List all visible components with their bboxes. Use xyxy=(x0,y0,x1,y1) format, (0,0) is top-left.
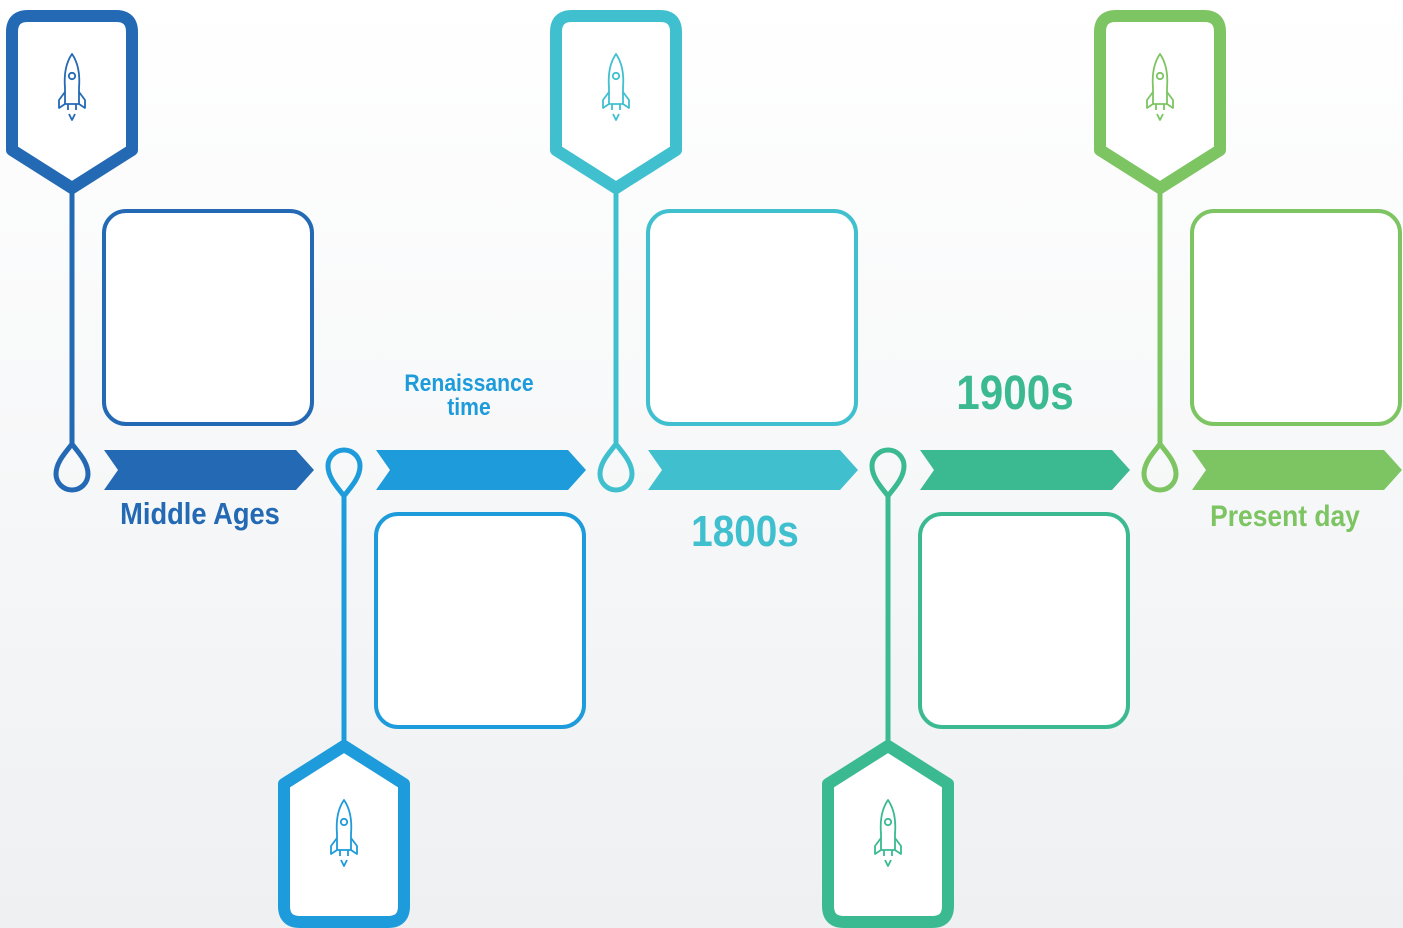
pin-middle-ages xyxy=(53,439,91,493)
pin-present-day xyxy=(1141,439,1179,493)
pin-1900s xyxy=(869,447,907,501)
badge-1900s xyxy=(822,740,954,928)
content-box-1800s xyxy=(646,209,858,426)
arrow-1800s xyxy=(648,450,858,490)
badge-present-day xyxy=(1094,10,1226,194)
pin-renaissance xyxy=(325,447,363,501)
badge-middle-ages xyxy=(6,10,138,194)
rocket-icon xyxy=(874,799,902,867)
stage-label-1800s: 1800s xyxy=(691,507,799,556)
rocket-icon xyxy=(602,53,630,121)
rocket-icon xyxy=(58,53,86,121)
stage-label-present-day: Present day xyxy=(1210,500,1360,533)
arrow-present-day xyxy=(1192,450,1402,490)
rocket-icon xyxy=(330,799,358,867)
pin-1800s xyxy=(597,439,635,493)
content-box-1900s xyxy=(918,512,1130,729)
content-box-renaissance xyxy=(374,512,586,729)
stage-label-middle-ages: Middle Ages xyxy=(120,496,280,531)
badge-renaissance xyxy=(278,740,410,928)
content-box-present-day xyxy=(1190,209,1402,426)
arrow-1900s xyxy=(920,450,1130,490)
content-box-middle-ages xyxy=(102,209,314,426)
badge-1800s xyxy=(550,10,682,194)
arrow-middle-ages xyxy=(104,450,314,490)
rocket-icon xyxy=(1146,53,1174,121)
arrow-renaissance xyxy=(376,450,586,490)
stage-label-1900s: 1900s xyxy=(956,367,1074,420)
